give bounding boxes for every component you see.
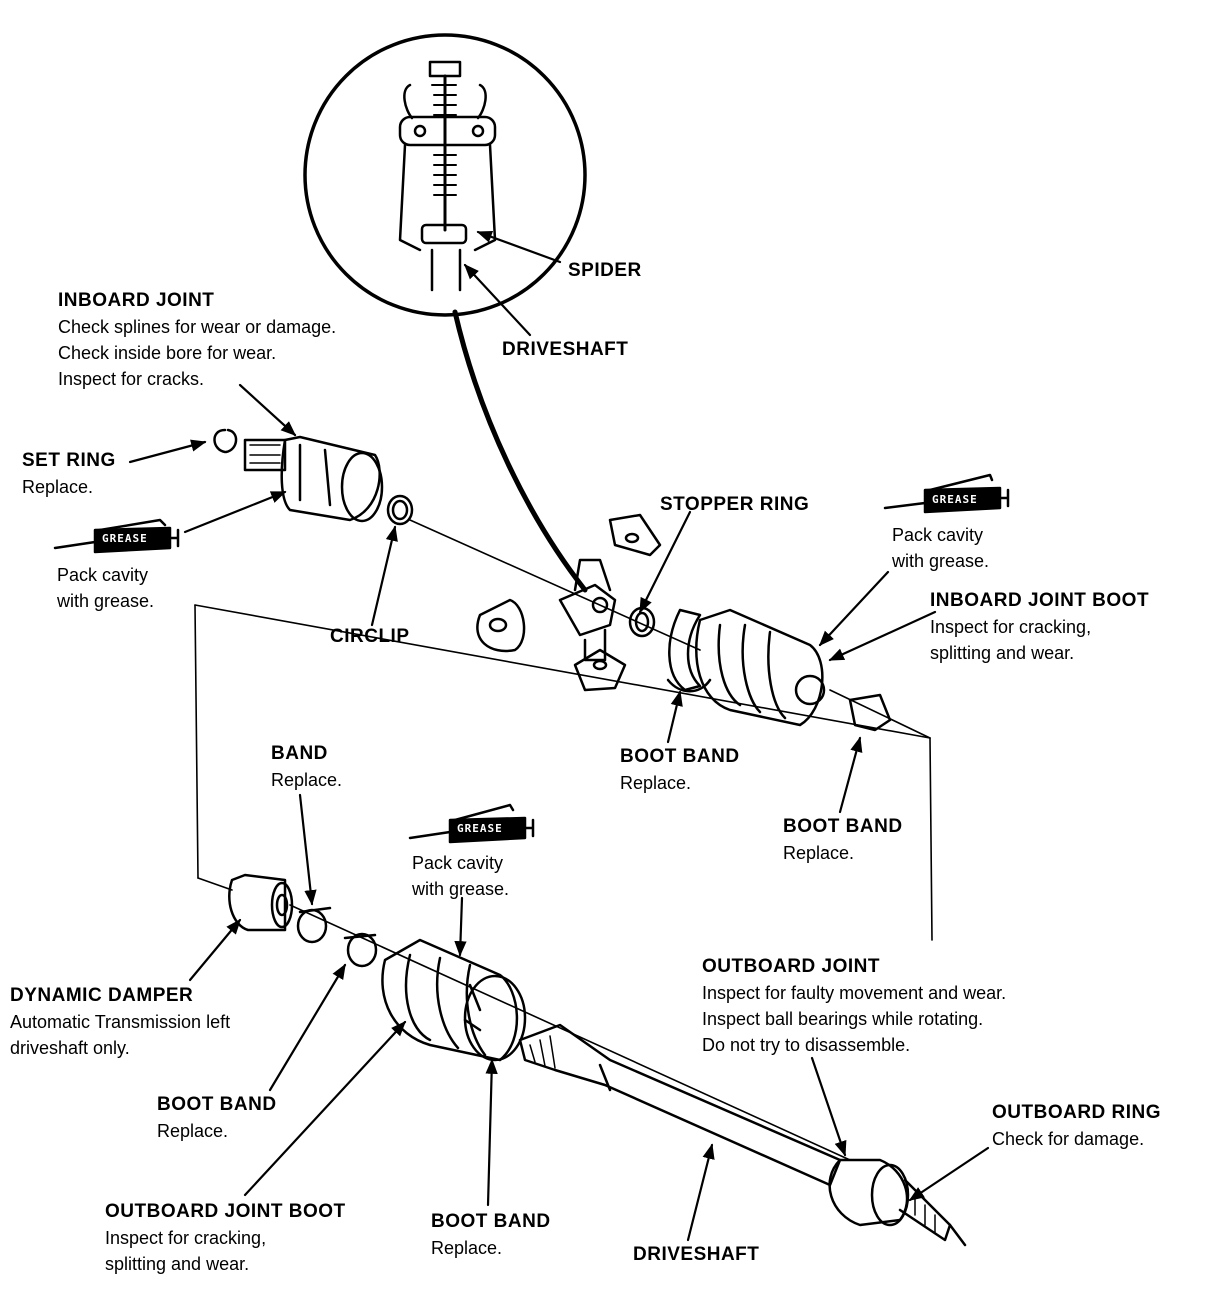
grease-gun-icon-left	[53, 518, 180, 554]
grease-tag-mid: GREASE	[457, 822, 503, 835]
label-grease-left: Pack cavity with grease.	[57, 565, 155, 611]
band-part	[296, 906, 332, 944]
label-stopper-ring: STOPPER RING	[660, 494, 810, 515]
spider-part	[558, 558, 617, 662]
label-outboard-joint-boot: OUTBOARD JOINT BOOT Inspect for cracking…	[105, 1201, 346, 1274]
roller-top	[608, 513, 662, 557]
set-ring-part	[213, 428, 238, 454]
grease-gun-icon-right	[883, 473, 1010, 514]
grease-gun-icon-mid	[408, 803, 535, 844]
label-dynamic-damper: DYNAMIC DAMPER Automatic Transmission le…	[10, 985, 231, 1058]
label-boot-band-right: BOOT BAND Replace.	[783, 816, 903, 863]
outboard-joint-part	[828, 1158, 967, 1247]
label-circlip: CIRCLIP	[330, 626, 410, 647]
grease-tag-left: GREASE	[102, 532, 148, 545]
label-band: BAND Replace.	[271, 743, 343, 790]
outboard-boot-part	[381, 938, 527, 1062]
label-boot-band-lower: BOOT BAND Replace.	[157, 1094, 277, 1141]
label-grease-right: Pack cavity with grease.	[892, 525, 990, 571]
stopper-ring-part	[628, 606, 656, 638]
label-boot-band-mid: BOOT BAND Replace.	[620, 746, 740, 793]
boot-band-lower-part	[343, 932, 378, 968]
circlip-part	[386, 494, 414, 526]
label-inboard-joint: INBOARD JOINT Check splines for wear or …	[58, 290, 337, 389]
label-boot-band-bottom: BOOT BAND Replace.	[431, 1211, 551, 1258]
label-inboard-joint-boot: INBOARD JOINT BOOT Inspect for cracking,…	[930, 590, 1150, 663]
label-grease-mid: Pack cavity with grease.	[412, 853, 510, 899]
detail-magnifier-circle	[303, 33, 588, 593]
label-outboard-joint: OUTBOARD JOINT Inspect for faulty moveme…	[702, 956, 1007, 1055]
roller-left	[476, 598, 526, 653]
label-driveshaft-bottom: DRIVESHAFT	[633, 1244, 760, 1265]
label-set-ring: SET RING Replace.	[22, 450, 116, 497]
leader-arrows	[128, 230, 990, 1242]
inboard-boot-part	[666, 608, 892, 732]
inboard-joint-housing	[243, 435, 384, 523]
grease-tag-right: GREASE	[932, 493, 978, 506]
label-driveshaft-top: DRIVESHAFT	[502, 339, 629, 360]
label-outboard-ring: OUTBOARD RING Check for damage.	[992, 1102, 1162, 1149]
roller-bottom	[573, 648, 627, 692]
label-spider: SPIDER	[568, 260, 642, 281]
